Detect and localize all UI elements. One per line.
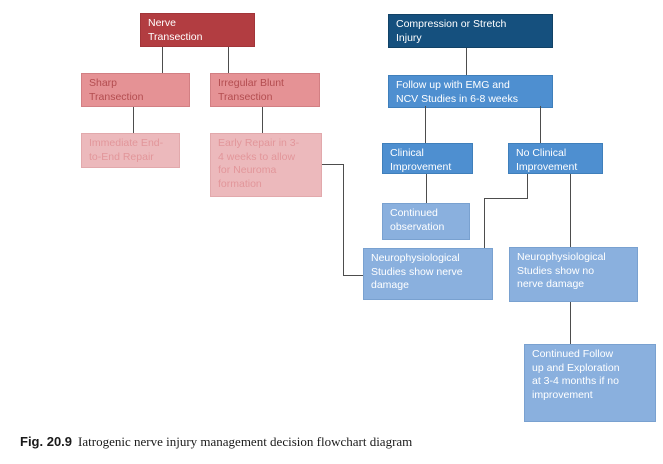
connector-noclinical-to-neuro-damage — [527, 174, 528, 199]
node-label: Clinical Improvement — [390, 147, 452, 173]
connector-followup-to-noclinical — [540, 106, 541, 143]
node-compression-or-stretch-injury: Compression or Stretch Injury — [388, 14, 553, 48]
node-label: Neurophysiological Studies show no nerve… — [517, 251, 606, 290]
figure-caption-text: Iatrogenic nerve injury management decis… — [78, 434, 413, 449]
node-label: No Clinical Improvement — [516, 147, 578, 173]
connector-nodamage-to-followup-box — [570, 302, 571, 344]
node-label: Early Repair in 3- 4 weeks to allow for … — [218, 137, 300, 190]
node-neurophysiological-nerve-damage: Neurophysiological Studies show nerve da… — [363, 248, 493, 300]
node-continued-observation: Continued observation — [382, 203, 470, 240]
connector-irregular-to-early — [262, 107, 263, 133]
connector-nerve-to-sharp — [162, 47, 163, 73]
node-nerve-transection: Nerve Transection — [140, 13, 255, 47]
connector-early-to-neuro-damage — [322, 164, 343, 165]
node-clinical-improvement: Clinical Improvement — [382, 143, 473, 174]
connector-early-to-neuro-damage — [343, 164, 344, 276]
node-irregular-blunt-transection: Irregular Blunt Transection — [210, 73, 320, 107]
node-follow-up-emg-ncv: Follow up with EMG and NCV Studies in 6-… — [388, 75, 553, 108]
connector-noclinical-to-neuro-damage — [484, 198, 528, 199]
node-continued-follow-up-exploration: Continued Follow up and Exploration at 3… — [524, 344, 656, 422]
connector-compression-to-followup — [466, 48, 467, 75]
node-label: Irregular Blunt Transection — [218, 77, 284, 103]
node-label: Compression or Stretch Injury — [396, 18, 507, 44]
node-immediate-end-to-end-repair: Immediate End- to-End Repair — [81, 133, 180, 168]
node-no-clinical-improvement: No Clinical Improvement — [508, 143, 603, 174]
node-early-repair-3-4-weeks: Early Repair in 3- 4 weeks to allow for … — [210, 133, 322, 197]
node-label: Neurophysiological Studies show nerve da… — [371, 252, 463, 291]
connector-clinical-to-observation — [426, 174, 427, 203]
node-label: Immediate End- to-End Repair — [89, 137, 164, 163]
connector-sharp-to-immediate — [133, 107, 134, 133]
node-neurophysiological-no-nerve-damage: Neurophysiological Studies show no nerve… — [509, 247, 638, 302]
node-label: Nerve Transection — [148, 17, 203, 43]
connector-early-to-neuro-damage — [343, 275, 363, 276]
figure-caption: Fig. 20.9 Iatrogenic nerve injury managem… — [20, 434, 412, 450]
connector-noclinical-to-nodamage — [570, 174, 571, 247]
node-label: Continued observation — [390, 207, 445, 233]
node-label: Continued Follow up and Exploration at 3… — [532, 348, 620, 401]
node-sharp-transection: Sharp Transection — [81, 73, 190, 107]
node-label: Sharp Transection — [89, 77, 144, 103]
figure-number: Fig. 20.9 — [20, 434, 73, 449]
connector-noclinical-to-neuro-damage — [484, 198, 485, 248]
node-label: Follow up with EMG and NCV Studies in 6-… — [396, 79, 518, 105]
connector-nerve-to-irregular — [228, 47, 229, 73]
connector-followup-to-clinical — [425, 106, 426, 143]
